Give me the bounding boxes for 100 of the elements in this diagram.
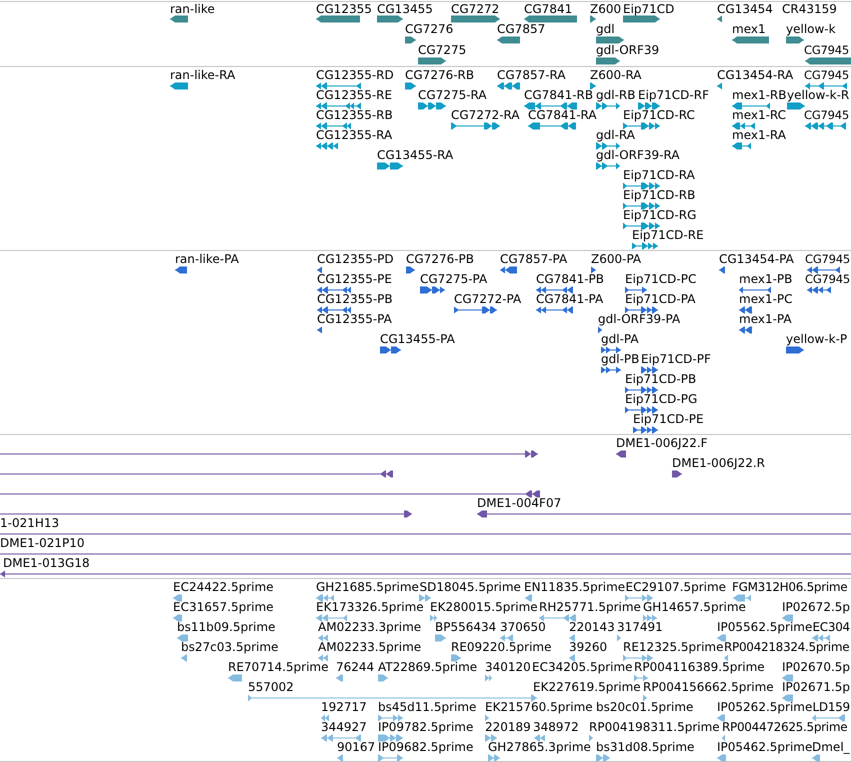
feature-label: IP02672.5p bbox=[782, 601, 850, 613]
feature-label: ran-like-PA bbox=[175, 253, 239, 265]
feature-label: CG7841-PB bbox=[536, 273, 604, 285]
feature-label: mex1-PB bbox=[739, 273, 792, 285]
feature-label: CG7945 bbox=[804, 109, 850, 121]
feature-label: 90167 bbox=[337, 741, 376, 753]
feature-label: CG7276 bbox=[405, 23, 454, 36]
feature-label: mex1-PA bbox=[739, 313, 792, 325]
feature-label: Eip71CD-RB bbox=[623, 189, 696, 201]
feature-label: 370650 bbox=[500, 621, 546, 633]
feature-label: EK227619.5prime bbox=[533, 681, 641, 693]
feature-label: IP05262.5prime bbox=[717, 701, 812, 713]
feature-label: Eip71CD-RA bbox=[623, 169, 695, 181]
feature-label: CG13455 bbox=[377, 2, 433, 14]
feature-label: IP09682.5prime bbox=[378, 741, 474, 753]
feature-label: CG13454-PA bbox=[719, 253, 794, 265]
feature-label: LD159 bbox=[812, 701, 850, 713]
feature-label: CG12355-PD bbox=[317, 253, 394, 265]
feature-label: CG7841-PA bbox=[536, 293, 604, 305]
feature-label: DME1-013G18 bbox=[3, 557, 90, 569]
feature-label: DME1-006J22.R bbox=[672, 457, 766, 469]
feature-label: CG7945 bbox=[805, 273, 850, 285]
feature-label: CG7276-PB bbox=[406, 253, 474, 265]
feature-label: CG7857-PA bbox=[500, 253, 568, 265]
feature-label: CG12355-PB bbox=[317, 293, 393, 305]
feature-label: CG13455-PA bbox=[380, 333, 455, 345]
feature-label: SD18045.5prime bbox=[420, 581, 521, 593]
feature-label: Z600-RA bbox=[590, 69, 642, 81]
feature-label: CG12355 bbox=[316, 2, 372, 14]
feature-label: EC29107.5prime bbox=[626, 581, 726, 593]
feature-label: CG7275-PA bbox=[420, 273, 488, 285]
feature-label: mex1 bbox=[732, 23, 766, 36]
feature-label: AM02233.5prime bbox=[318, 641, 422, 653]
feature-label: CG13455-RA bbox=[377, 149, 454, 161]
feature-label: RP004116389.5prime bbox=[634, 661, 765, 673]
feature-label: IP02670.5p bbox=[782, 661, 850, 673]
feature-label: EC31657.5prime bbox=[173, 601, 274, 613]
feature-label: Eip71CD-RF bbox=[638, 89, 709, 101]
feature-label: 220143 bbox=[569, 621, 615, 633]
feature-label: CG7857 bbox=[497, 23, 546, 36]
feature-label: Eip71CD-PC bbox=[625, 273, 696, 285]
feature-label: 39260 bbox=[569, 641, 608, 653]
feature-label: 348972 bbox=[533, 721, 579, 733]
feature-label: IP02671.5p bbox=[782, 681, 850, 693]
feature-label: Z600 bbox=[590, 2, 622, 14]
feature-label: AT22869.5prime bbox=[378, 661, 478, 673]
feature-label: CG12355-PA bbox=[317, 313, 392, 325]
feature-label: 317491 bbox=[617, 621, 663, 633]
feature-label: Dmel_ bbox=[812, 741, 850, 753]
feature-label: EK215760.5prime bbox=[485, 701, 593, 713]
feature-label: 340120 bbox=[485, 661, 531, 673]
feature-label: EN11835.5prime bbox=[524, 581, 626, 593]
feature-label: bs45d11.5prime bbox=[378, 701, 476, 713]
feature-label: CG7841-RB bbox=[524, 89, 594, 101]
feature-label: DME1-006J22.F bbox=[616, 437, 708, 449]
feature-label: ran-like bbox=[170, 2, 215, 14]
feature-label: RP004156662.5prime bbox=[643, 681, 774, 693]
feature-label: RE70714.5prime bbox=[228, 661, 328, 673]
feature-label: EK280015.5prime bbox=[430, 601, 538, 613]
feature-label: gdl-RA bbox=[596, 129, 635, 141]
feature-label: CR43159 bbox=[782, 2, 837, 14]
feature-label: 220189 bbox=[485, 721, 531, 733]
feature-label: CG13454-RA bbox=[717, 69, 794, 81]
feature-label: DME1-021P10 bbox=[0, 537, 85, 549]
feature-label: Eip71CD-PB bbox=[625, 373, 696, 385]
feature-label: DME1-004F07 bbox=[477, 497, 562, 509]
feature-label: CG7272-PA bbox=[454, 293, 522, 305]
feature-label: Eip71CD-RC bbox=[623, 109, 695, 121]
feature-label: RE09220.5prime bbox=[451, 641, 552, 653]
feature-label: EK173326.5prime bbox=[316, 601, 424, 613]
feature-label: Eip71CD-PF bbox=[641, 353, 711, 365]
feature-label: gdl-RB bbox=[596, 89, 636, 101]
feature-label: BP556434 bbox=[435, 621, 496, 633]
feature-label: 1-021H13 bbox=[0, 517, 60, 529]
feature-label: Eip71CD-RE bbox=[632, 229, 704, 241]
feature-label: CG12355-RE bbox=[316, 89, 392, 101]
feature-label: gdl-ORF39-RA bbox=[596, 149, 680, 161]
feature-label: CG7945 bbox=[804, 69, 850, 81]
feature-label: RE12325.5prime bbox=[623, 641, 724, 653]
feature-label: CG12355-RB bbox=[316, 109, 393, 121]
feature-label: IP05462.5prime bbox=[717, 741, 812, 753]
feature-label: 344927 bbox=[321, 721, 367, 733]
feature-label: ran-like-RA bbox=[170, 69, 236, 81]
feature-label: Z600-PA bbox=[591, 253, 642, 265]
feature-label: yellow-k-R bbox=[787, 89, 850, 101]
feature-label: GH21685.5prime bbox=[316, 581, 419, 593]
feature-label: mex1-PC bbox=[739, 293, 793, 305]
feature-label: gdl-ORF39-PA bbox=[598, 313, 680, 325]
feature-label: EC24422.5prime bbox=[173, 581, 274, 593]
feature-label: FGM312H06.5prime bbox=[732, 581, 848, 593]
feature-label: bs20c01.5prime bbox=[596, 701, 694, 713]
feature-label: CG7841 bbox=[524, 2, 572, 14]
feature-label: CG7275-RA bbox=[418, 89, 487, 101]
feature-label: RP004472625.5prime bbox=[722, 721, 848, 733]
feature-label: EC304 bbox=[812, 621, 850, 633]
feature-label: gdl bbox=[596, 23, 615, 36]
feature-label: CG7857-RA bbox=[497, 69, 566, 81]
feature-label: IP09782.5prime bbox=[378, 721, 474, 733]
feature-label: AM02233.3prime bbox=[318, 621, 422, 633]
feature-label: CG7275 bbox=[418, 44, 466, 56]
